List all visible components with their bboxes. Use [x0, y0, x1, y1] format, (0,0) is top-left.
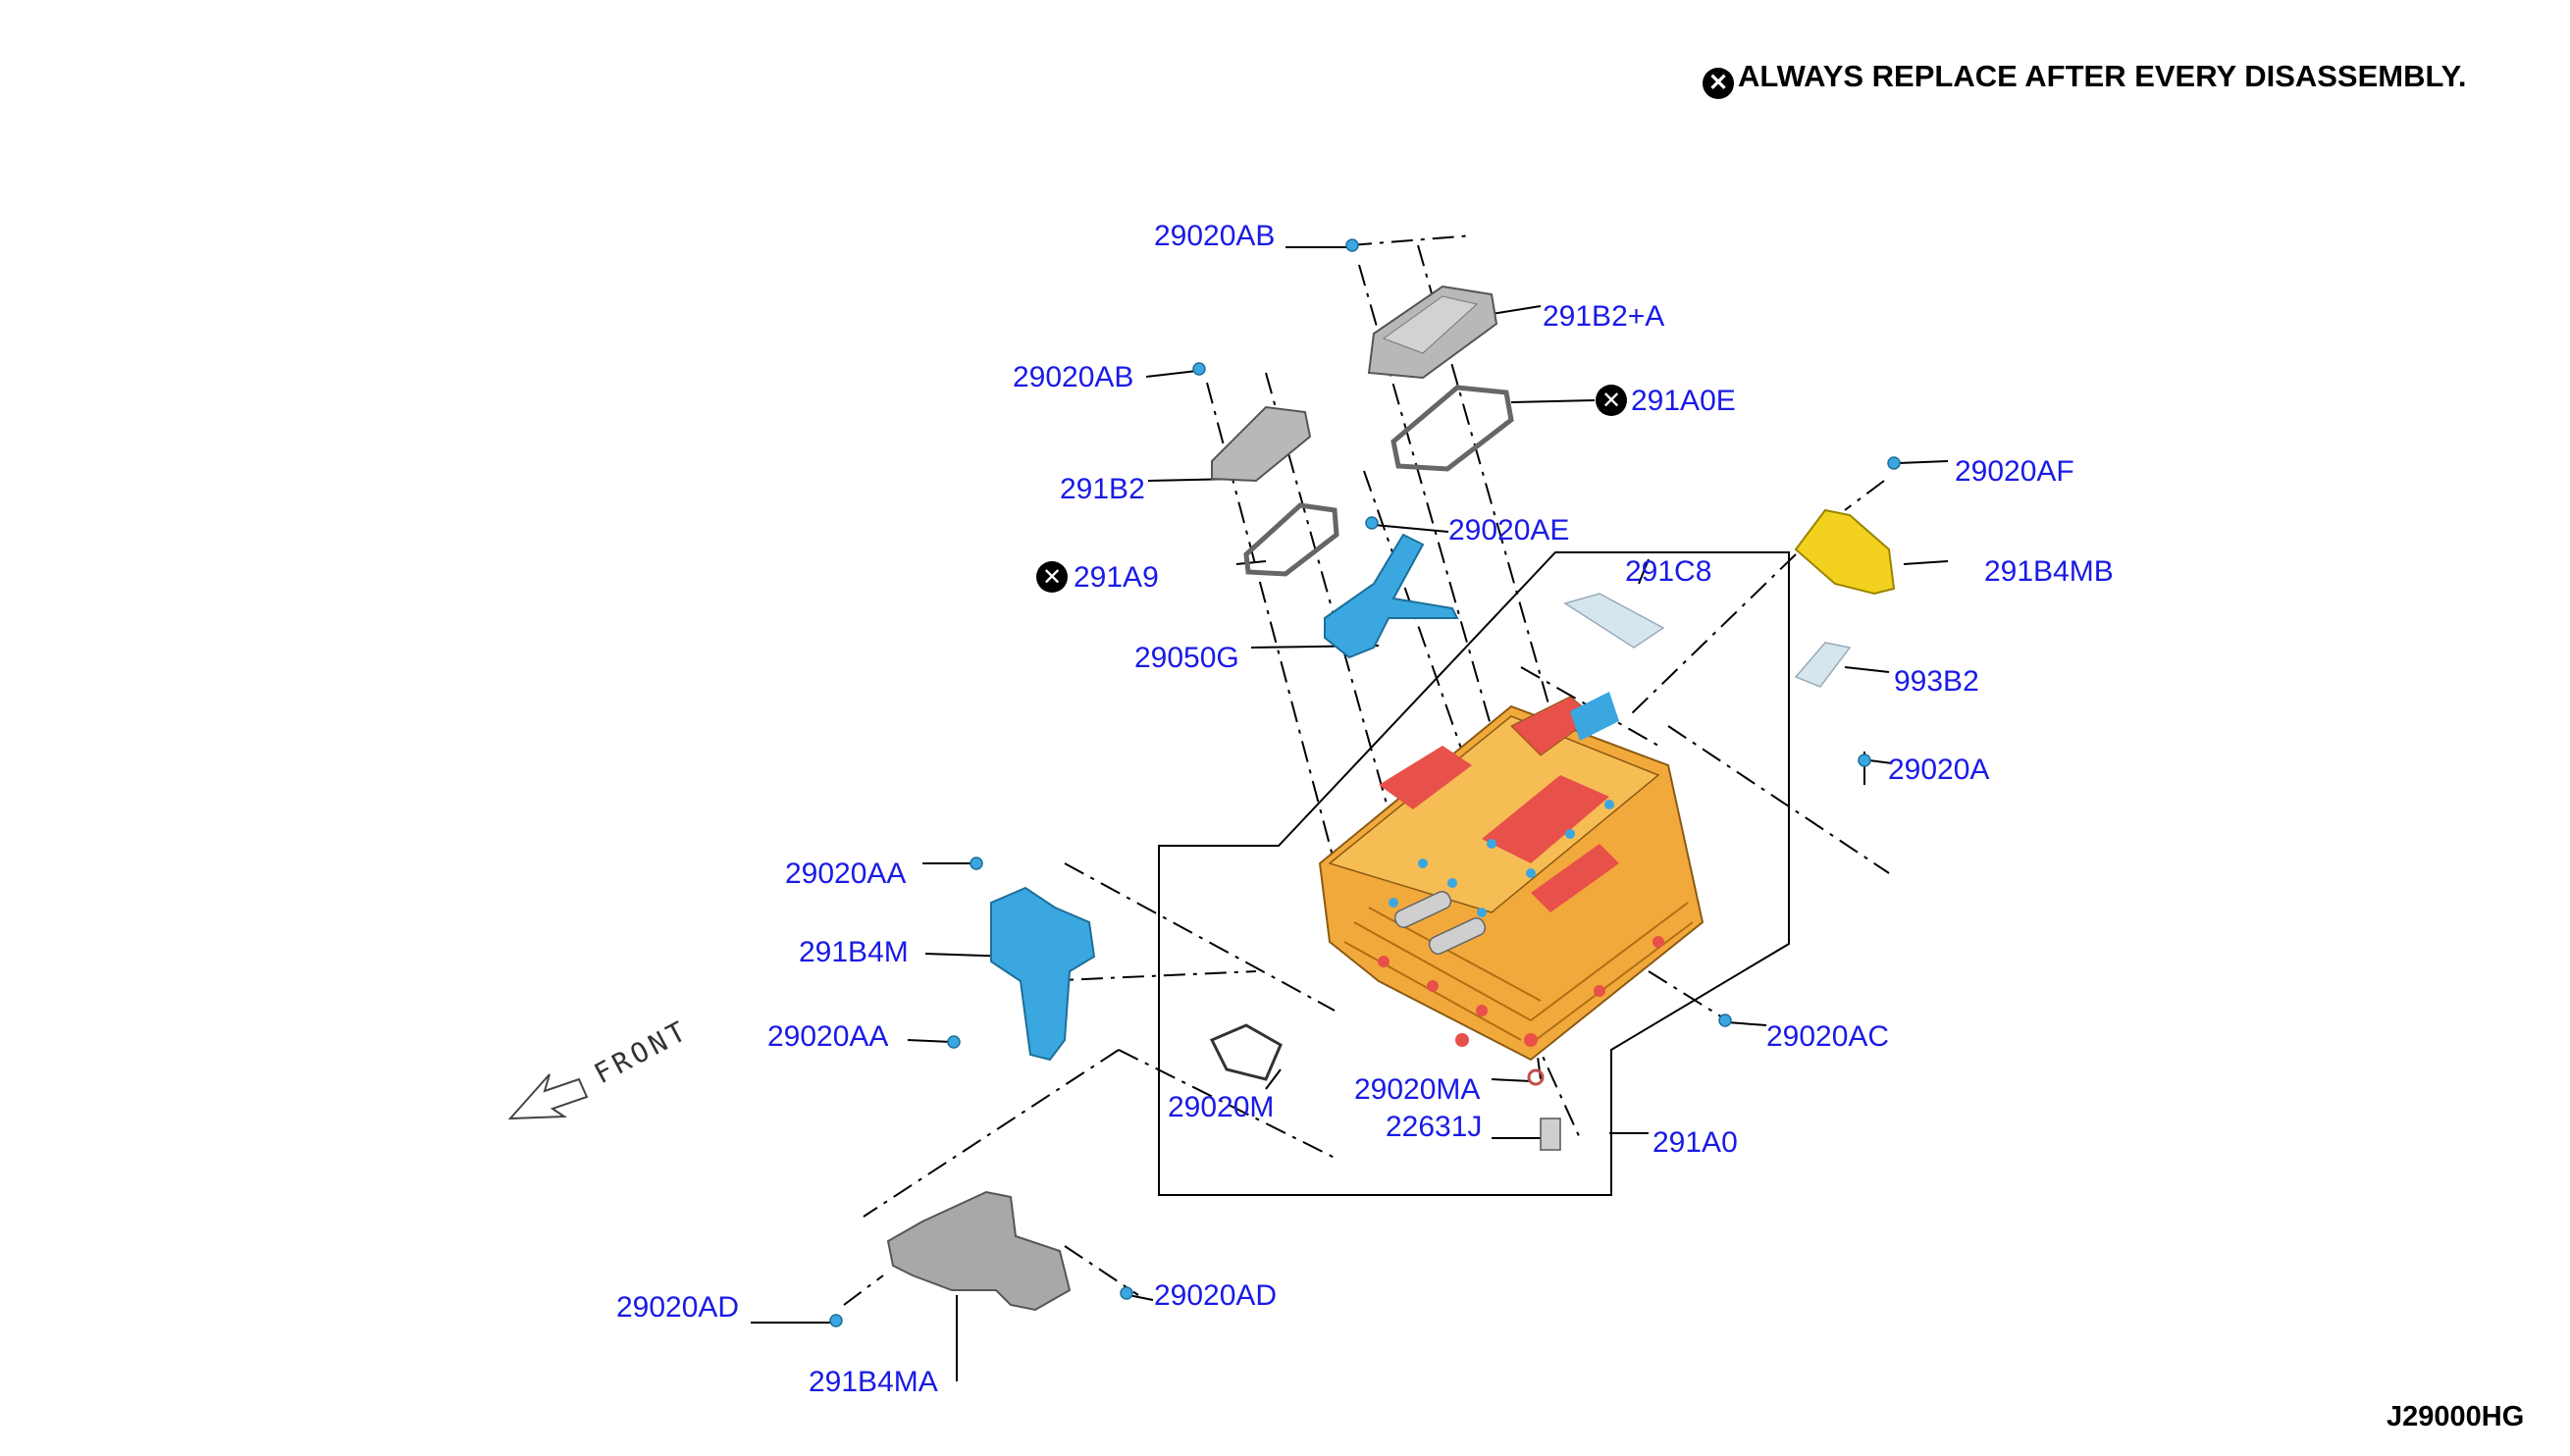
label-29020M: 29020M	[1168, 1091, 1275, 1123]
label-29020AD-left: 29020AD	[616, 1291, 740, 1324]
label-plate-993B2	[1794, 642, 1852, 688]
label-29020AB-mid: 29020AB	[1013, 361, 1134, 393]
label-29050G: 29050G	[1134, 642, 1239, 674]
bracket-291B4M	[990, 886, 1096, 1062]
label-29020AF: 29020AF	[1955, 455, 2074, 488]
label-291B4MA: 291B4MA	[809, 1366, 938, 1398]
x-circle-icon: ✕	[1703, 68, 1734, 99]
label-291B4M: 291B4M	[799, 936, 909, 968]
note-text: ALWAYS REPLACE AFTER EVERY DISASSEMBLY.	[1738, 59, 2467, 93]
diagram-code: J29000HG	[2386, 1401, 2525, 1432]
label-291A0E: 291A0E	[1631, 385, 1736, 417]
label-29020AC: 29020AC	[1766, 1020, 1890, 1053]
cover-291B2A	[1367, 285, 1498, 380]
bracket-291B4MA	[886, 1190, 1072, 1312]
replace-marker-icon: ✕	[1596, 385, 1627, 416]
label-291B2A: 291B2+A	[1543, 300, 1665, 333]
label-29020AE: 29020AE	[1448, 514, 1570, 546]
cover-291B2	[1211, 405, 1312, 483]
bolts	[829, 238, 1901, 1327]
label-291A9: 291A9	[1074, 561, 1159, 594]
label-291A0: 291A0	[1652, 1126, 1738, 1159]
label-993B2: 993B2	[1894, 665, 1979, 698]
inverter-housing	[1318, 692, 1705, 1062]
label-291C8: 291C8	[1625, 555, 1712, 588]
label-29020A: 29020A	[1888, 754, 1990, 786]
label-22631J: 22631J	[1386, 1111, 1483, 1143]
sensor-22631J	[1527, 1068, 1561, 1151]
label-29020AA-top: 29020AA	[785, 858, 907, 890]
label-29020AA-bot: 29020AA	[767, 1020, 889, 1053]
front-arrow-icon	[507, 1073, 589, 1120]
bracket-291B4MB	[1794, 508, 1896, 596]
oring-29020M	[1209, 1023, 1283, 1081]
label-29020AD-right: 29020AD	[1154, 1279, 1278, 1312]
label-291B4MB: 291B4MB	[1984, 555, 2114, 588]
replace-marker-icon: ✕	[1036, 561, 1068, 593]
replacement-note: ✕ALWAYS REPLACE AFTER EVERY DISASSEMBLY.	[1703, 61, 2466, 99]
gasket-291A9	[1243, 502, 1339, 577]
leader-lines	[751, 246, 1949, 1381]
bracket-29050G	[1324, 533, 1459, 659]
gasket-291A0E	[1390, 385, 1514, 472]
label-29020MA: 29020MA	[1354, 1073, 1481, 1106]
label-291B2: 291B2	[1060, 473, 1145, 505]
label-plate-291C8	[1563, 593, 1665, 649]
label-29020AB-top: 29020AB	[1154, 220, 1276, 252]
